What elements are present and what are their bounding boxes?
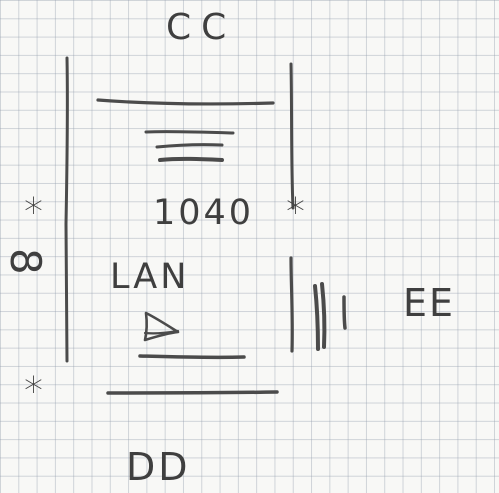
right-vertical-line xyxy=(289,62,295,210)
right-label-ee: EE xyxy=(403,281,456,325)
upper-short-line-1 xyxy=(144,130,235,135)
top-label-cc: CC xyxy=(166,7,237,48)
upper-short-line-3 xyxy=(158,156,224,162)
triangle-symbol xyxy=(143,311,180,342)
lan-label: LAN xyxy=(110,257,190,297)
bottom-label-dd: DD xyxy=(126,445,191,489)
lower-horizontal-line-2 xyxy=(106,390,279,395)
right-vertical-mark-4 xyxy=(342,295,347,330)
lower-star-mark: * xyxy=(24,369,44,413)
right-vertical-mark-2 xyxy=(313,284,320,351)
upper-short-line-2 xyxy=(155,143,224,149)
triangle-base-line xyxy=(143,329,180,335)
lower-horizontal-line-1 xyxy=(138,354,246,360)
number-label-1040: 1040 xyxy=(153,193,255,233)
top-horizontal-line xyxy=(96,98,275,106)
right-star-mark: * xyxy=(286,190,306,234)
rotated-eight-label: 8 xyxy=(1,248,50,276)
left-star-mark: * xyxy=(24,190,44,234)
left-vertical-line xyxy=(64,56,69,363)
right-vertical-mark-3 xyxy=(320,282,327,349)
right-vertical-mark-1 xyxy=(289,256,294,353)
